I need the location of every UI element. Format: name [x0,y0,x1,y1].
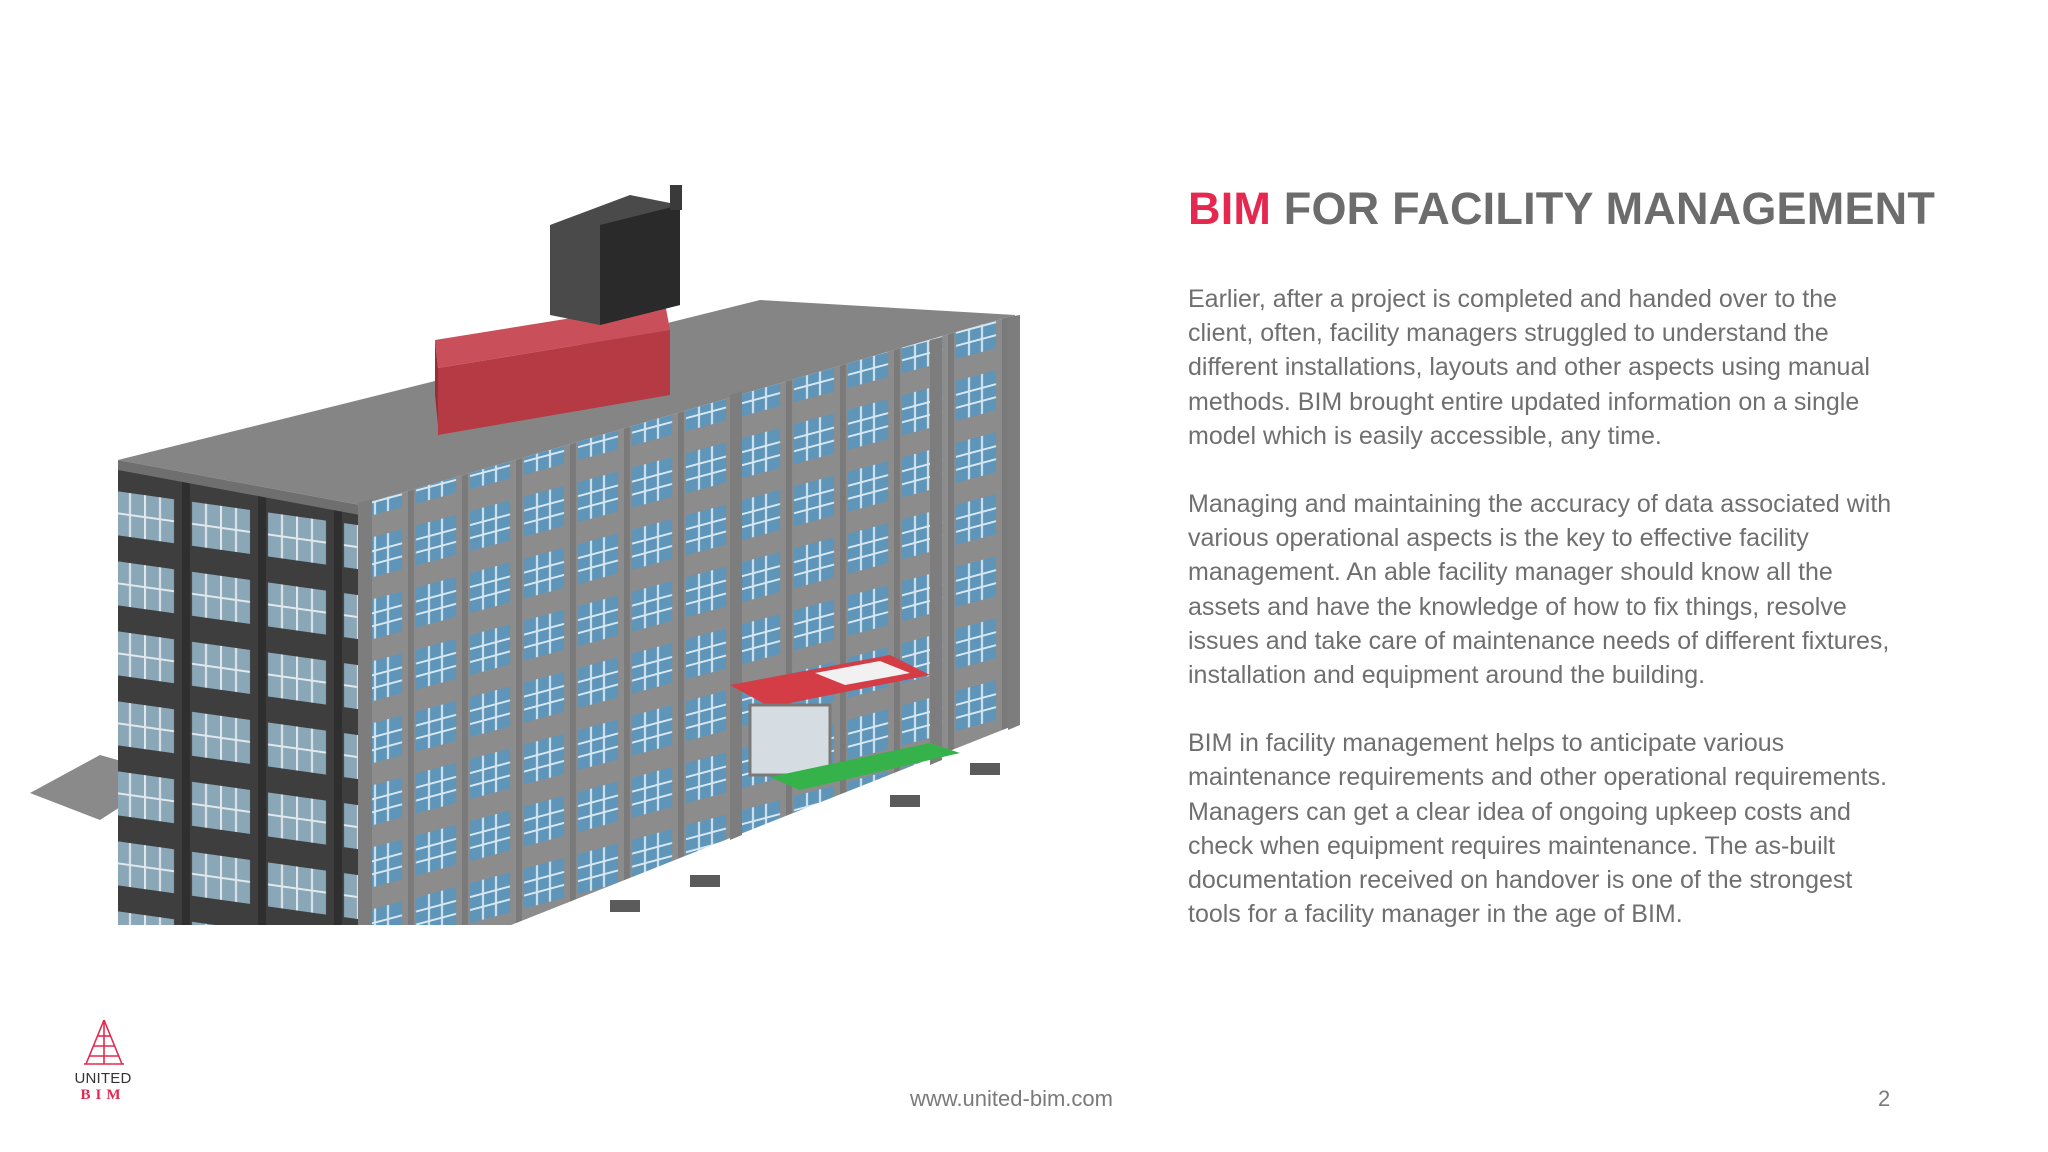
page-number: 2 [1878,1086,1891,1111]
paragraph-1: Earlier, after a project is completed an… [1188,285,1870,450]
tower-logo-icon [84,1019,124,1065]
slide-title: BIM FOR FACILITY MANAGEMENT [1188,183,2008,235]
logo-text-united: UNITED [74,1070,132,1087]
united-bim-logo: UNITED BIM [60,1018,150,1110]
title-rest: FOR FACILITY MANAGEMENT [1271,183,1936,234]
building-model-image [30,185,1030,999]
building-model-icon [30,185,1020,999]
logo-text-bim: BIM [80,1087,126,1103]
title-accent: BIM [1188,183,1272,234]
footer-url[interactable]: www.united-bim.com [910,1086,1113,1111]
paragraph-2: Managing and maintaining the accuracy of… [1188,490,1892,690]
body-text: Earlier, after a project is completed an… [1188,282,1908,965]
paragraph-3: BIM in facility management helps to anti… [1188,729,1888,929]
